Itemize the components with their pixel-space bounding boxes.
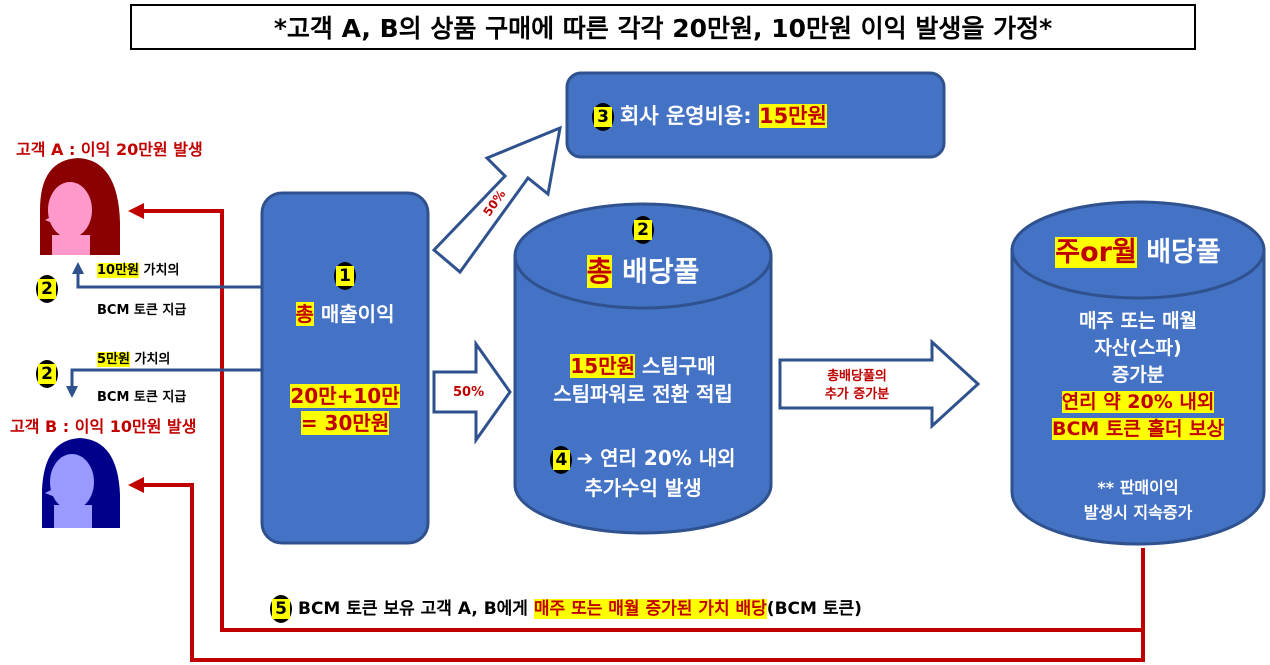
page-title: *고객 A, B의 상품 구매에 따른 각각 20만원, 10만원 이익 발생을… (130, 4, 1196, 50)
total-pool-badge: 2 (515, 216, 771, 244)
customer-b-token-value: 5만원 가치의 (97, 352, 171, 367)
revenue-title: 총 매출이익 (295, 302, 395, 326)
arrow-right-label: 50% (453, 385, 485, 400)
total-pool-return: 4➔ 연리 20% 내외 추가수익 발생 (515, 444, 771, 502)
revenue-box (260, 191, 430, 545)
customer-a-label: 고객 A : 이익 20만원 발생 (16, 140, 203, 159)
customer-b-badge: 2 (36, 360, 58, 388)
customer-b-token-text: BCM 토큰 지급 (97, 390, 187, 405)
token-line-a (76, 270, 262, 289)
cost-box (565, 71, 946, 159)
customer-a-token-text: BCM 토큰 지급 (97, 303, 187, 318)
revenue-formula-line2: = 30만원 (300, 411, 390, 435)
weekly-pool-desc: 매주 또는 매월 자산(스파) 증가분 연리 약 20% 내외 BCM 토큰 홀… (1051, 310, 1225, 440)
token-arrow-head-a (72, 262, 84, 274)
weekly-pool-title: 주or월 배당풀 (1055, 237, 1221, 268)
arrow-to-cost (431, 125, 562, 275)
revenue-formula-line1: 20만+10만 (290, 384, 400, 408)
arrow-to-pool (432, 339, 512, 445)
arrow-to-weekly-pool (778, 338, 981, 430)
total-pool-title: 총 배당풀 (586, 255, 700, 288)
customer-b-label: 고객 B : 이익 10만원 발생 (10, 417, 197, 436)
customer-a-icon (40, 158, 120, 255)
customer-a-token-value: 10만원 가치의 (97, 263, 180, 278)
weekly-pool-note: ** 판매이익 발생시 지속증가 (1083, 478, 1193, 522)
revenue-formula: 20만+10만 = 30만원 (262, 383, 428, 437)
revenue-badge: 1 (262, 262, 428, 290)
arrow-head-a (128, 203, 144, 219)
customer-a-badge: 2 (36, 275, 58, 303)
token-line-b (70, 368, 262, 390)
total-pool-desc: 15만원 스팀구매 스팀파워로 전환 적립 (553, 354, 733, 406)
token-arrow-head-b (66, 386, 78, 398)
total-pool-cylinder (513, 202, 773, 535)
dividend-return-lines (142, 209, 1145, 662)
arrow-head-b (128, 477, 144, 493)
customer-b-icon (42, 438, 120, 528)
